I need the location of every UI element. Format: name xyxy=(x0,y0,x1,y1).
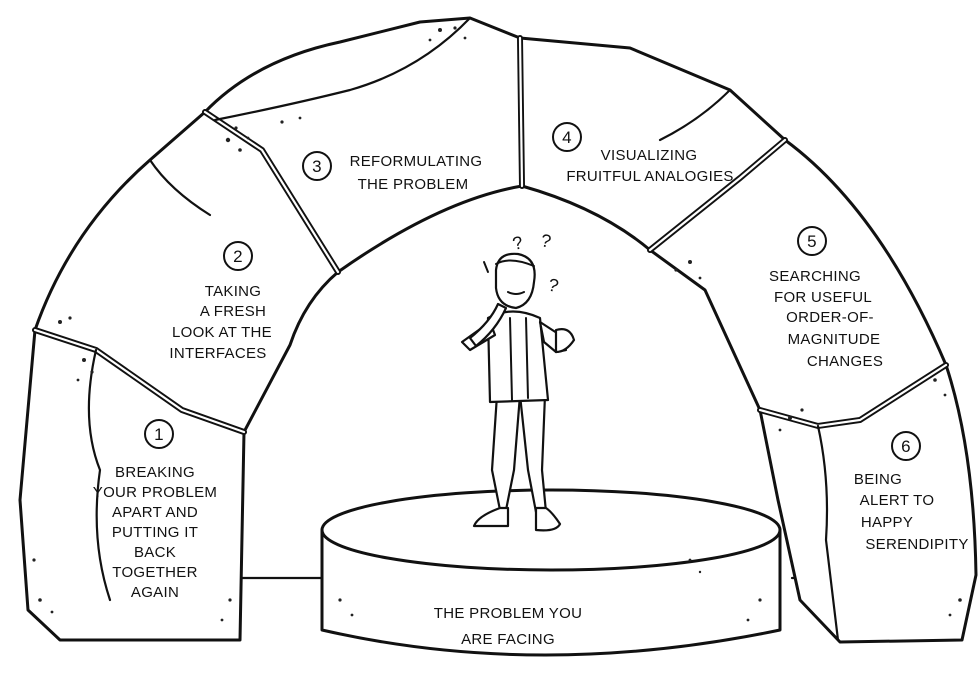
stone-2-label: TAKING A FRESH LOOK AT THE INTERFACES xyxy=(169,283,272,362)
question-mark-2: ? xyxy=(539,230,553,251)
number-2: 2 xyxy=(233,247,243,266)
number-badge-4: 4 xyxy=(552,122,582,152)
stone-4-line-2: FRUITFUL ANALOGIES xyxy=(566,168,733,185)
stone-5-line-2: FOR USEFUL xyxy=(774,289,872,306)
stone-5-line-3: ORDER-OF- xyxy=(786,309,874,326)
pedestal-line-2: ARE FACING xyxy=(461,631,555,648)
number-6: 6 xyxy=(901,437,911,456)
stone-numbers: 1 2 3 4 5 6 xyxy=(144,122,921,461)
stone-5-line-4: MAGNITUDE xyxy=(788,331,881,348)
pedestal-label: THE PROBLEM YOU ARE FACING xyxy=(434,605,582,648)
stone-5-label: SEARCHING FOR USEFUL ORDER-OF- MAGNITUDE… xyxy=(769,268,883,370)
puzzled-man-figure xyxy=(460,252,576,532)
question-mark-1: ? xyxy=(511,232,525,254)
number-badge-1: 1 xyxy=(144,419,174,449)
stone-1-line-3: APART AND xyxy=(112,504,198,521)
stone-1-line-5: BACK xyxy=(134,544,176,561)
number-badge-2: 2 xyxy=(223,241,253,271)
stone-4-line-1: VISUALIZING xyxy=(601,147,698,164)
stone-1-line-6: TOGETHER xyxy=(112,564,197,581)
stone-3-line-1: REFORMULATING xyxy=(350,153,483,170)
number-4: 4 xyxy=(562,128,572,147)
number-badge-5: 5 xyxy=(797,226,827,256)
stone-2-line-4: INTERFACES xyxy=(169,345,266,362)
stone-6-line-1: BEING xyxy=(854,471,902,488)
number-1: 1 xyxy=(154,425,164,444)
stone-1-line-4: PUTTING IT xyxy=(112,524,198,541)
stone-4-label: VISUALIZING FRUITFUL ANALOGIES xyxy=(566,147,733,185)
stone-cracks xyxy=(87,16,840,642)
stone-6-label: BEING ALERT TO HAPPY SERENDIPITY xyxy=(854,471,968,553)
stone-3-label: REFORMULATING THE PROBLEM xyxy=(350,153,483,193)
stone-3-line-2: THE PROBLEM xyxy=(358,176,469,193)
stone-2-line-2: A FRESH xyxy=(200,303,266,320)
stone-1-line-7: AGAIN xyxy=(131,584,179,601)
question-mark-3: ? xyxy=(546,274,561,296)
stone-1-line-1: BREAKING xyxy=(115,464,195,481)
stone-6-line-3: HAPPY xyxy=(861,514,913,531)
number-badge-3: 3 xyxy=(302,151,332,181)
stone-5-line-1: SEARCHING xyxy=(769,268,861,285)
number-badge-6: 6 xyxy=(891,431,921,461)
pedestal-line-1: THE PROBLEM YOU xyxy=(434,605,582,622)
thought-tick xyxy=(483,261,489,273)
question-marks: ? ? ? xyxy=(483,230,561,296)
stone-speckle xyxy=(32,26,962,622)
stone-6-line-4: SERENDIPITY xyxy=(865,536,968,553)
stone-2-line-1: TAKING xyxy=(205,283,262,300)
number-5: 5 xyxy=(807,232,817,251)
stone-5-line-5: CHANGES xyxy=(807,353,883,370)
stone-1-line-2: YOUR PROBLEM xyxy=(93,484,217,501)
stone-1-label: BREAKING YOUR PROBLEM APART AND PUTTING … xyxy=(93,464,217,601)
stone-2-line-3: LOOK AT THE xyxy=(172,324,272,341)
number-3: 3 xyxy=(312,157,322,176)
stone-6-line-2: ALERT TO xyxy=(860,492,935,509)
